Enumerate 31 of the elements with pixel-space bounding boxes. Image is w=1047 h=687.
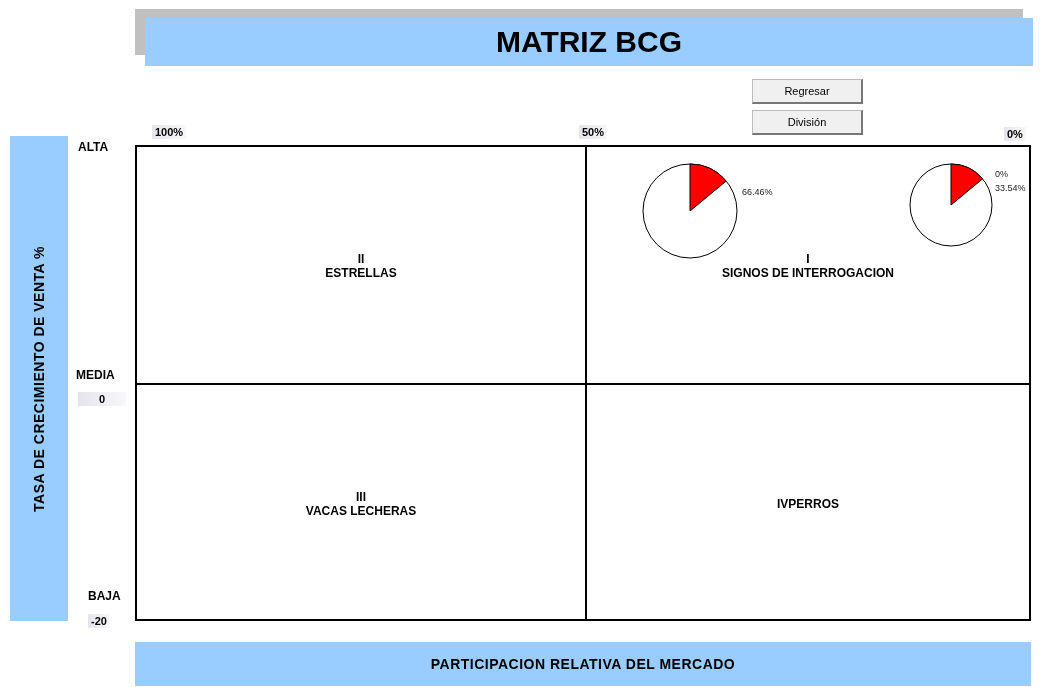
data-label: 0% bbox=[995, 169, 1008, 179]
quadrant-box bbox=[585, 145, 1031, 385]
pie-chart bbox=[642, 163, 738, 259]
quadrant-name: IVPERROS bbox=[776, 497, 840, 511]
quadrant-number: I bbox=[805, 252, 811, 266]
axis-band bbox=[135, 642, 1031, 686]
axis-level-label: BAJA bbox=[88, 589, 121, 603]
axis-level-label: ALTA bbox=[78, 140, 109, 154]
quadrant-name: VACAS LECHERAS bbox=[304, 504, 418, 518]
quadrant-box bbox=[135, 383, 587, 621]
back-button: Regresar bbox=[752, 79, 863, 104]
axis-band bbox=[10, 136, 68, 621]
data-label: 33.54% bbox=[995, 183, 1026, 193]
axis-title: PARTICIPACION RELATIVA DEL MERCADO bbox=[430, 656, 736, 672]
axis-tick-label: -20 bbox=[88, 614, 110, 628]
title-banner: MATRIZ BCG bbox=[145, 18, 1033, 66]
axis-tick-label: 50% bbox=[579, 125, 608, 139]
quadrant-name: ESTRELLAS bbox=[324, 266, 398, 280]
division-button: División bbox=[752, 110, 863, 135]
quadrant-box bbox=[585, 383, 1031, 621]
axis-tick-label: 0 bbox=[78, 392, 126, 406]
quadrant-name: SIGNOS DE INTERROGACION bbox=[721, 266, 895, 280]
axis-tick-label: 100% bbox=[152, 125, 187, 139]
axis-tick-label: 0% bbox=[1004, 127, 1026, 141]
data-label: 66.46% bbox=[742, 187, 773, 197]
axis-level-label: MEDIA bbox=[76, 368, 115, 382]
quadrant-box bbox=[135, 145, 587, 385]
quadrant-number: II bbox=[356, 252, 366, 266]
axis-title: TASA DE CRECIMIENTO DE VENTA % bbox=[31, 245, 47, 512]
quadrant-number: III bbox=[355, 490, 367, 504]
pie-chart bbox=[909, 163, 993, 247]
